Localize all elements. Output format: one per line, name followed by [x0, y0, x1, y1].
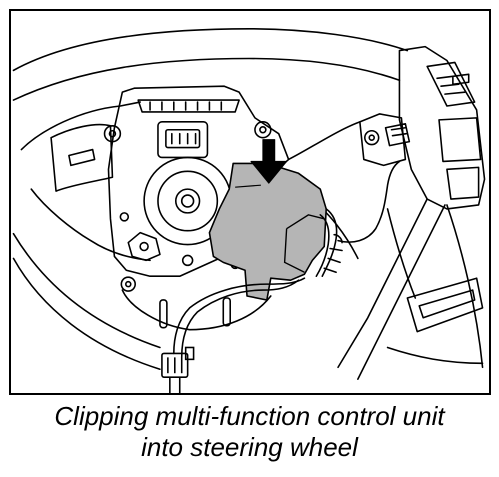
lower-housing: [121, 289, 272, 331]
control-unit-body: [208, 162, 327, 301]
screw-right: [254, 121, 272, 139]
left-spoke: [50, 123, 114, 192]
steering-wheel-illustration: [12, 28, 486, 393]
steering-wheel-rim-lower: [12, 232, 161, 371]
harness-connector: [161, 346, 195, 393]
lower-left-bracket: [127, 231, 161, 262]
right-lower-trim: [406, 277, 484, 333]
down-arrow-icon: [250, 139, 288, 184]
screw-left: [103, 125, 122, 143]
lower-slot-left: [159, 299, 168, 329]
left-spoke-slot: [68, 148, 96, 167]
right-spoke: [337, 198, 446, 380]
illustration-frame: [9, 9, 491, 395]
central-boss-inner: [174, 188, 201, 214]
right-bracket: [359, 113, 407, 167]
figure-caption: Clipping multi-function control unit int…: [0, 401, 499, 463]
multi-function-control-unit: [208, 162, 327, 301]
wiring-harness: [173, 160, 401, 359]
screw-lower: [120, 276, 136, 292]
caption-line-2: into steering wheel: [141, 432, 358, 462]
hub-cavity-outline: [20, 101, 151, 262]
steering-wheel-rim: [12, 28, 409, 101]
lower-slot-right: [222, 297, 231, 327]
caption-line-1: Clipping multi-function control unit: [54, 401, 445, 431]
central-boss-mid: [157, 170, 219, 232]
right-switch-module: [398, 45, 486, 210]
top-clip: [137, 99, 240, 113]
right-module-slots: [452, 73, 470, 86]
